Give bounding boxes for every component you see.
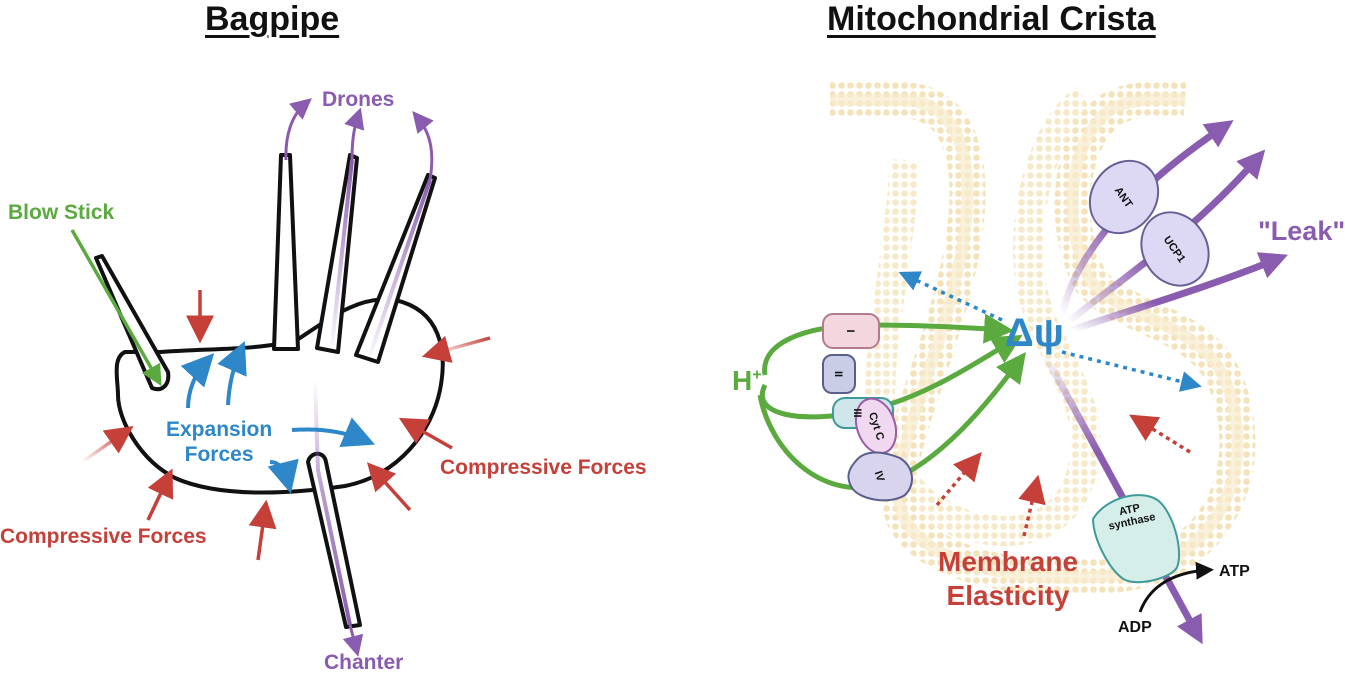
chanter-arrow [342, 624, 364, 657]
crista-panel: I II III Cyt C IV ANT UCP1 [757, 81, 1288, 645]
chanter-pipe [306, 379, 364, 657]
crista-title: Mitochondrial Crista [827, 0, 1156, 38]
compressive-arrows-bagpipe [80, 290, 491, 561]
complex-iii-label: III [851, 408, 863, 417]
bagpipe-panel [70, 98, 491, 657]
expansion-forces-label: Expansion Forces [166, 418, 273, 467]
compressive-forces-right-label: Compressive Forces [440, 456, 647, 479]
crista-membrane [830, 81, 1256, 596]
drones-label: Drones [322, 88, 395, 111]
transporters [1088, 159, 1210, 584]
chanter-label: Chanter [324, 651, 404, 674]
drone-arrow-1 [284, 98, 312, 161]
atp-label: ATP [1219, 563, 1250, 580]
membrane-elasticity-label: Membrane Elasticity [938, 546, 1079, 612]
complex-ii-label: II [832, 371, 844, 377]
adp-to-atp-arrow [1138, 561, 1214, 613]
elasticity-arrows [935, 414, 1191, 537]
complex-ii [822, 354, 856, 394]
blow-stick-arrow [70, 229, 162, 387]
complex-i [822, 313, 880, 349]
proton-charge: + [752, 366, 762, 384]
ant-transporter [1088, 159, 1160, 235]
drone-arrow-3 [412, 111, 434, 181]
complex-i-label: I [844, 329, 856, 332]
drone-pipes [272, 98, 437, 364]
drone-arrow-2 [344, 107, 365, 161]
adp-label: ADP [1118, 619, 1152, 636]
atp-synthase [1092, 494, 1181, 584]
blow-stick-label: Blow Stick [8, 201, 115, 224]
electron-transport-chain [822, 313, 913, 502]
complex-iv-label: IV [872, 470, 887, 484]
ucp1-transporter [1140, 211, 1210, 287]
proton-label: H+ [732, 366, 762, 395]
leak-label: "Leak" [1258, 216, 1345, 246]
compressive-forces-left-label: Compressive Forces [0, 525, 207, 548]
proton-symbol: H [732, 365, 753, 396]
membrane-potential-label: Δψ [1005, 311, 1064, 355]
complex-iv [847, 451, 913, 502]
blow-stick [70, 229, 171, 392]
bagpipe-title: Bagpipe [205, 0, 340, 38]
expansion-arrows [180, 341, 376, 494]
